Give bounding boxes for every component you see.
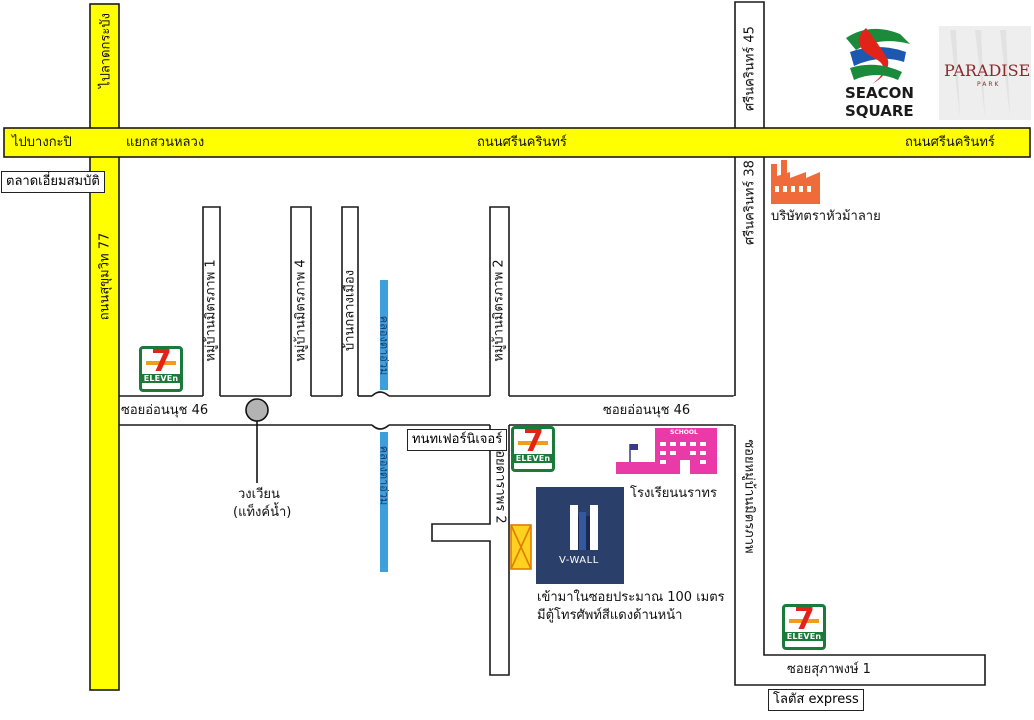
direction-note-line-1: เข้ามาในซอยประมาณ 100 เมตร [537,590,725,605]
road-label-on-nut-46-left: ซอยอ่อนนุช 46 [121,403,209,418]
canal-label-lower: คลองตาอ่วม [377,445,391,506]
road-label-suan-luang-junction: แยกสวนหลวง [126,135,205,150]
road-label-mitraphap-4: หมู่บ้านมิตรภาพ 4 [293,259,309,362]
school-label: โรงเรียนนราทร [630,486,717,501]
road-label-srinakarin-right: ถนนศรีนครินทร์ [905,135,995,150]
seacon-logo-line-2[interactable]: SQUARE [845,102,914,120]
ban-klang-mueang-road [341,206,359,396]
road-label-suphaphong-1: ซอยสุภาพงษ์ 1 [787,662,871,677]
seven-brand: ELEVEn [785,632,823,641]
paradise-logo-line-2: PARK [977,81,1001,88]
road-label-ban-klang-mueang: บ้านกลางเมือง [342,269,358,352]
school-sign: SCHOOL [670,429,698,436]
factory-building [771,160,820,204]
factory-label: บริษัทตราหัวม้าลาย [771,209,881,224]
road-label-on-nut-46-right: ซอยอ่อนนุช 46 [603,403,691,418]
road-label-srinakarin-38: ศรีนครินทร์ 38 [742,160,758,245]
seven-brand: ELEVEn [142,374,180,383]
school-building [616,428,717,474]
seven-number: 7 [794,604,815,637]
srinakarin-38-road [734,157,986,686]
road-label-mitraphap-2: หมู่บ้านมิตรภาพ 2 [491,259,507,362]
bridge-upper [371,391,390,397]
furniture-box[interactable]: ทนทเฟอร์นิเจอร์ [407,429,508,452]
canal-upper [380,280,388,390]
road-label-mitraphap-1: หมู่บ้านมิตรภาพ 1 [203,259,219,362]
mitraphap-4-road [290,206,312,396]
canal-label-upper: คลองตาอ่วม [377,315,391,376]
road-label-to-lat-krabang: ไปลาดกระบัง [98,13,114,88]
phone-booth-marker [510,524,532,570]
seven-eleven-icon-suphaphong[interactable]: 7 ELEVEn [782,604,826,650]
road-label-to-bangkapi: ไปบางกะปิ [12,135,72,150]
roundabout-label-line-2: (แท็งค์น้ำ) [233,505,292,520]
vwall-label[interactable]: V-WALL [559,555,599,566]
paradise-park-background [939,26,1031,120]
road-label-sukhumvit-77: ถนนสุขุมวิท 77 [97,232,113,321]
direction-note-line-2: มีตู้โทรศัพท์สีแดงด้านหน้า [537,608,683,623]
bridge-lower [371,424,390,430]
mitraphap-1-road [202,206,221,396]
roundabout-label-line-1: วงเวียน [238,487,280,502]
seven-eleven-icon-soi-dara[interactable]: 7 ELEVEn [511,426,555,472]
sukhumvit-77-road [89,3,120,691]
seacon-logo-graphic [846,28,910,84]
road-label-srinakarin-45: ศรีนครินทร์ 45 [742,26,758,111]
paradise-logo-line-1[interactable]: PARADISE [944,61,1031,80]
lotus-express-box[interactable]: โลตัส express [768,689,864,712]
soi-dara-road [431,425,510,676]
seven-eleven-icon-sukhumvit[interactable]: 7 ELEVEn [139,346,183,392]
canal-lower [380,432,388,572]
seven-number: 7 [151,346,172,379]
srinakarin-45-road [734,1,765,128]
seven-number: 7 [523,426,544,459]
roundabout-marker [245,398,269,422]
road-label-soi-mitraphap: ซอยหมู่บ้านมิตรภาพ [741,439,757,554]
vwall-building [536,487,624,584]
seacon-logo-line-1[interactable]: SEACON [845,84,914,102]
srinakarin-road [3,127,1031,158]
mitraphap-2-road [489,206,510,396]
road-label-srinakarin-middle: ถนนศรีนครินทร์ [477,135,567,150]
seven-brand: ELEVEn [514,454,552,463]
market-box[interactable]: ตลาดเอี่ยมสมบัติ [1,171,105,194]
